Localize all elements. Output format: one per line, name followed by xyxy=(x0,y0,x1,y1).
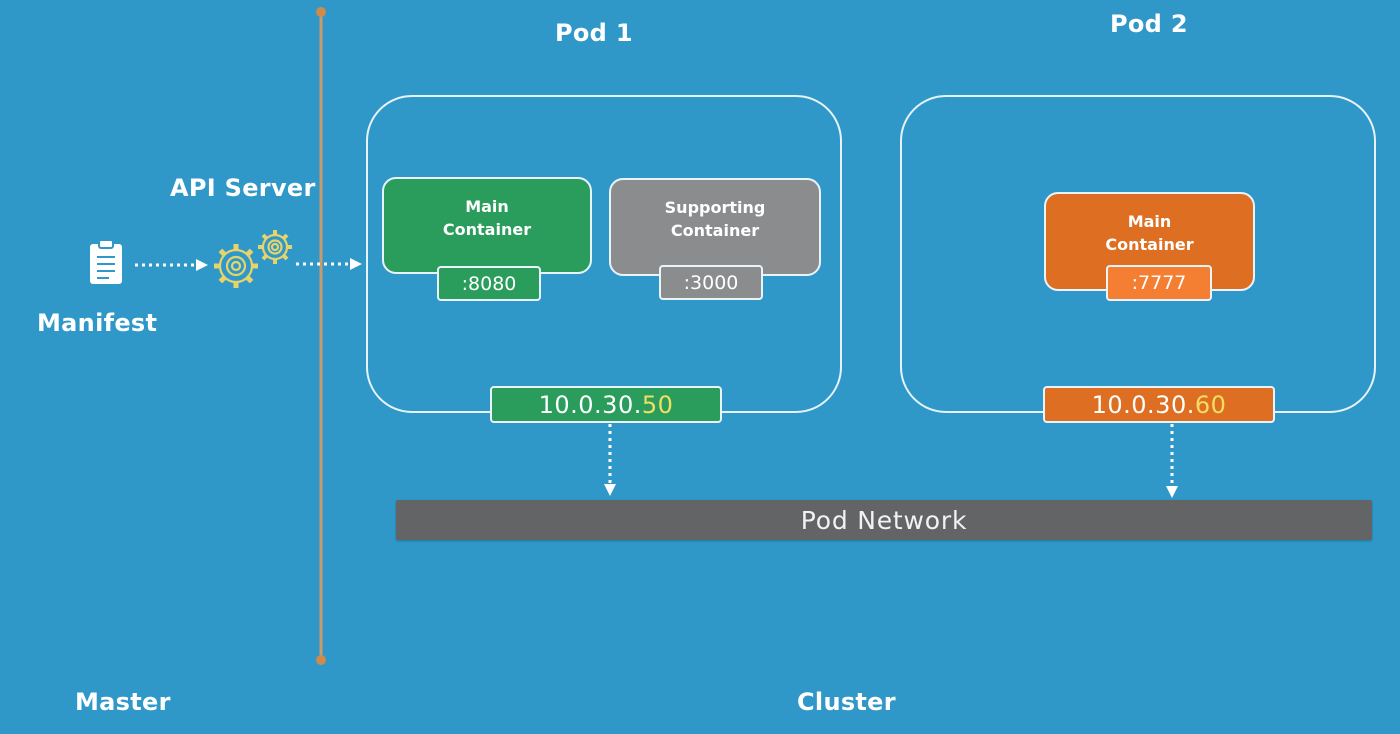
api-to-pod-arrow xyxy=(296,258,362,270)
pod1-main-container: Main Container xyxy=(382,177,592,274)
ip-suffix: 50 xyxy=(641,390,674,419)
pod2-main-port: :7777 xyxy=(1106,265,1212,301)
pod-network-bar: Pod Network xyxy=(396,500,1372,540)
ip-prefix: 10.0.30. xyxy=(1091,390,1195,419)
pod2-title: Pod 2 xyxy=(1110,10,1188,38)
pod2-ip-address: 10.0.30.60 xyxy=(1043,386,1275,423)
pod1-supporting-port: :3000 xyxy=(659,265,763,300)
cluster-label: Cluster xyxy=(797,688,896,716)
master-label: Master xyxy=(75,688,171,716)
ip-suffix: 60 xyxy=(1194,390,1227,419)
api-server-label: API Server xyxy=(170,174,316,202)
clipboard-icon xyxy=(90,239,122,284)
pod1-to-network-arrow xyxy=(604,424,616,496)
manifest-label: Manifest xyxy=(37,309,158,337)
container-label: Main Container xyxy=(1105,212,1194,254)
pod1-main-port: :8080 xyxy=(437,266,541,301)
pod1-title: Pod 1 xyxy=(555,19,633,47)
pod2-to-network-arrow xyxy=(1166,424,1178,498)
gear-icon xyxy=(214,230,292,288)
manifest-to-api-arrow xyxy=(135,259,208,271)
pod1-supporting-container: Supporting Container xyxy=(609,178,821,276)
container-label: Main Container xyxy=(442,197,532,239)
master-cluster-divider xyxy=(316,7,326,665)
container-label: Supporting Container xyxy=(664,198,766,240)
pod1-ip-address: 10.0.30.50 xyxy=(490,386,722,423)
ip-prefix: 10.0.30. xyxy=(538,390,642,419)
